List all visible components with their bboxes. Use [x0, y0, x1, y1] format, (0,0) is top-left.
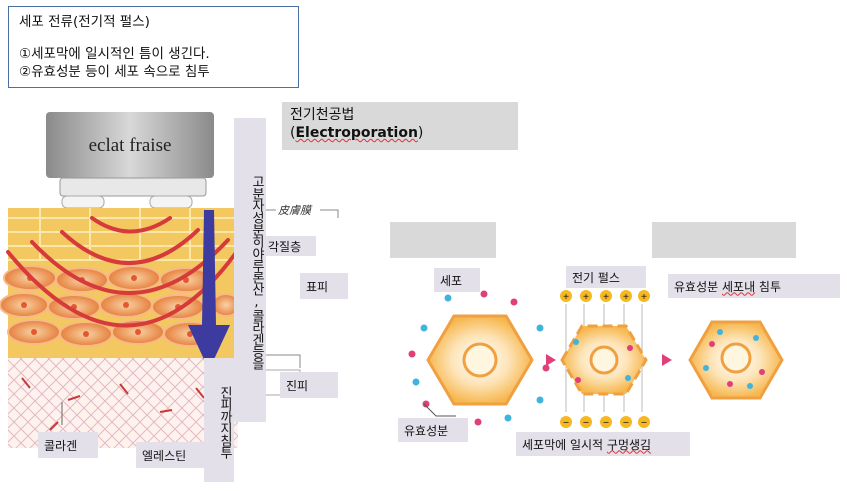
device-head — [46, 112, 214, 178]
high-molecule-note: 고분자성분히야루론산,콜라겐등을 — [234, 118, 266, 422]
minus-sign: − — [623, 417, 629, 429]
minus-sign: − — [603, 417, 609, 429]
plus-electrodes: + + + + + — [560, 290, 650, 303]
cell-label: 세포 — [434, 268, 480, 292]
step3-header-box — [652, 222, 796, 258]
infiltration-suffix: 침투 — [755, 279, 782, 294]
collagen-label: 콜라겐 — [38, 432, 98, 458]
plus-sign: + — [603, 291, 609, 303]
epidermis-label: 표피 — [300, 273, 348, 299]
minus-sign: − — [641, 417, 647, 429]
stratum-corneum-label: 각질층 — [262, 236, 316, 256]
info-title: 세포 전류(전기적 펄스) — [19, 14, 150, 30]
method-title-en: Electroporation — [295, 125, 418, 141]
penetration-arrow — [188, 210, 230, 370]
step1-header-box — [390, 222, 496, 258]
elastin-label: 엘레스틴 — [136, 442, 206, 468]
gap-emph: 구멍생김 — [606, 437, 652, 452]
infiltration-prefix: 유효성분 — [674, 279, 722, 294]
plus-sign: + — [563, 291, 569, 303]
minus-electrodes: − − − − − — [560, 416, 650, 429]
plus-sign: + — [583, 291, 589, 303]
active-ingredient-label: 유효성분 — [398, 418, 468, 442]
infiltration-emph: 세포내 — [721, 279, 756, 294]
electroporation-diagram: + + + + + − − − − − — [408, 290, 784, 429]
info-line-1: ①세포막에 일시적인 틈이 생긴다. — [19, 46, 210, 62]
membrane-label: 皮膚膜 — [278, 204, 313, 217]
method-title: 전기천공법 (Electroporation) — [282, 102, 518, 150]
plus-sign: + — [623, 291, 629, 303]
minus-sign: − — [583, 417, 589, 429]
skin-illustration: 皮膚膜 eclat fraise — [0, 112, 339, 448]
gap-prefix: 세포막에 일시적 — [522, 437, 607, 452]
minus-sign: − — [563, 417, 569, 429]
dermis-penetration-note: 진피까지침투 — [204, 358, 234, 482]
plus-sign: + — [641, 291, 647, 303]
method-title-ko: 전기천공법 — [290, 107, 355, 123]
device-brand: eclat fraise — [89, 135, 172, 156]
info-line-2: ②유효성분 등이 세포 속으로 침투 — [19, 64, 210, 80]
pulse-label: 전기 펄스 — [566, 266, 646, 288]
info-box: 세포 전류(전기적 펄스) ①세포막에 일시적인 틈이 생긴다. ②유효성분 등… — [8, 6, 299, 88]
dermis-label: 진피 — [280, 372, 338, 398]
infiltration-label: 유효성분 세포내 침투 — [668, 274, 840, 298]
membrane-gap-label: 세포막에 일시적 구멍생김 — [516, 432, 690, 456]
